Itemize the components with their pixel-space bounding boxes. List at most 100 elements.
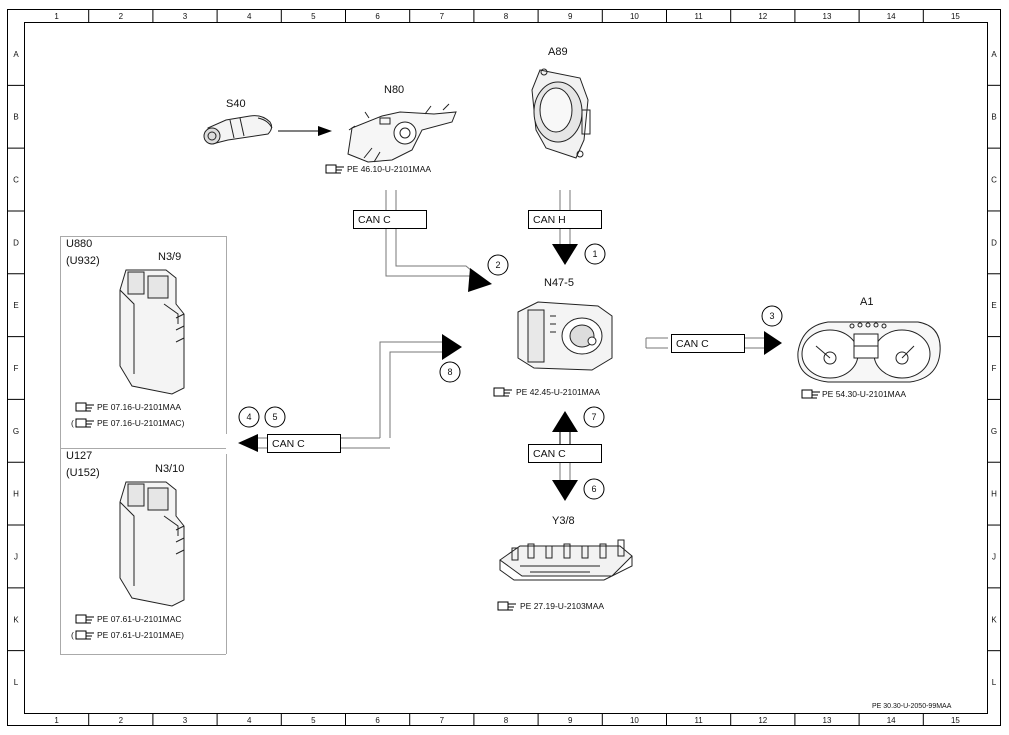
ruler-column-15-bottom: 15 [951, 716, 960, 725]
svg-text:6: 6 [591, 484, 596, 494]
ruler-column-8-top: 8 [504, 12, 509, 21]
ruler-row-H-right: H [991, 490, 997, 499]
n3-9-pointing-hand-icon-2 [75, 418, 94, 428]
n47-5-label: N47-5 [544, 277, 574, 289]
outer-frame [7, 9, 1001, 726]
ruler-row-K-right: K [991, 615, 997, 624]
n3-10-reference-2: PE 07.61-U-2101MAE) [97, 630, 184, 640]
s40-switch-icon [203, 115, 273, 145]
marker-5: 5 [264, 406, 286, 428]
ruler-column-8-bottom: 8 [504, 716, 509, 725]
marker-2: 2 [487, 254, 509, 276]
svg-text:8: 8 [447, 367, 452, 377]
ruler-column-7-bottom: 7 [440, 716, 445, 725]
n3-10-pointing-hand-icon-2 [75, 630, 94, 640]
n3-9-reference-2: PE 07.16-U-2101MAC) [97, 418, 185, 428]
ruler-row-G-right: G [991, 427, 997, 436]
ruler-column-10-bottom: 10 [630, 716, 639, 725]
ruler-row-D-right: D [991, 238, 997, 247]
ruler-row-J-left: J [14, 552, 18, 561]
n3-9-pointing-hand-icon-1 [75, 402, 94, 412]
ruler-row-F-left: F [14, 364, 19, 373]
ruler-column-10-top: 10 [630, 12, 639, 21]
can-c-label-right: CAN C [676, 338, 709, 350]
can-c-link-n47-to-a1: CAN C [645, 331, 782, 355]
n3-10-label: N3/10 [155, 463, 184, 475]
u932-label: (U932) [66, 255, 100, 267]
y3-8-pointing-hand-icon [497, 601, 516, 611]
a89-radar-sensor-icon [531, 68, 591, 159]
ruler-row-H-left: H [13, 490, 19, 499]
n80-reference: PE 46.10-U-2101MAA [347, 164, 431, 174]
ruler-row-C-left: C [13, 176, 19, 185]
ruler-column-3-top: 3 [183, 12, 188, 21]
n3-10-component[interactable]: U127 (U152) N3/10 PE 07.61-U-2101MAC ( P… [66, 450, 185, 640]
ruler-column-2-bottom: 2 [119, 716, 124, 725]
ruler-column-15-top: 15 [951, 12, 960, 21]
ruler-row-E-right: E [991, 301, 996, 310]
n47-5-esp-unit-icon [517, 301, 613, 371]
marker-4: 4 [238, 406, 260, 428]
ruler-column-4-top: 4 [247, 12, 252, 21]
n3-9-label: N3/9 [158, 251, 181, 263]
n3-9-engine-ecu-icon [119, 269, 185, 395]
a1-instrument-cluster-icon [797, 321, 941, 383]
ruler-column-6-bottom: 6 [375, 716, 380, 725]
n80-label: N80 [384, 84, 404, 96]
ruler-column-2-top: 2 [119, 12, 124, 21]
s40-component[interactable]: S40 [203, 98, 273, 145]
document-reference-footer: PE 30.30-U-2050-99MAA [872, 703, 952, 710]
ruler-column-11-bottom: 11 [694, 716, 703, 725]
a1-component[interactable]: A1 PE 54.30-U-2101MAA [797, 296, 941, 399]
can-c-link-n47-to-ecus: CAN C [238, 334, 462, 453]
ruler-column-11-top: 11 [694, 12, 703, 21]
n3-9-paren: ( [71, 418, 74, 428]
n47-5-pointing-hand-icon [493, 387, 512, 397]
n80-component[interactable]: N80 PE 46.10-U-2101MAA [325, 84, 457, 174]
ruler-row-K-left: K [13, 615, 19, 624]
n3-10-engine-ecu-icon [119, 481, 185, 607]
ruler-row-A-right: A [991, 50, 997, 59]
y3-8-component[interactable]: Y3/8 PE 27.19-U-2103MAA [497, 515, 633, 611]
a89-component[interactable]: A89 [531, 46, 591, 159]
ruler-column-12-top: 12 [758, 12, 767, 21]
inner-frame [24, 22, 988, 714]
can-c-link-n47-to-y38: CAN C [528, 411, 602, 501]
can-c-label-left-middle: CAN C [272, 438, 305, 450]
n80-steering-module-icon [347, 103, 457, 163]
ruler-column-14-top: 14 [887, 12, 896, 21]
s40-label: S40 [226, 98, 246, 110]
ruler-column-13-bottom: 13 [823, 716, 832, 725]
ruler-row-B-right: B [991, 113, 996, 122]
svg-text:7: 7 [591, 412, 596, 422]
can-h-link-a89-to-n47: CAN H [528, 190, 602, 265]
svg-text:5: 5 [272, 412, 277, 422]
marker-8: 8 [439, 361, 461, 383]
u127-label: U127 [66, 450, 92, 462]
ruler-row-C-right: C [991, 176, 997, 185]
ruler-column-6-top: 6 [375, 12, 380, 21]
a89-label: A89 [548, 46, 568, 58]
svg-text:2: 2 [495, 260, 500, 270]
can-h-label: CAN H [533, 214, 566, 226]
ruler-row-L-right: L [992, 678, 997, 687]
y3-8-reference: PE 27.19-U-2103MAA [520, 601, 604, 611]
svg-text:3: 3 [769, 311, 774, 321]
a1-label: A1 [860, 296, 873, 308]
ruler-column-7-top: 7 [440, 12, 445, 21]
n47-5-component[interactable]: N47-5 PE 42.45-U-2101MAA [493, 277, 613, 397]
u152-label: (U152) [66, 467, 100, 479]
ruler-column-13-top: 13 [823, 12, 832, 21]
y3-8-valve-body-icon [499, 539, 633, 581]
ruler-row-D-left: D [13, 238, 19, 247]
y3-8-label: Y3/8 [552, 515, 575, 527]
n3-9-reference-1: PE 07.16-U-2101MAA [97, 402, 181, 412]
ruler-column-1-top: 1 [54, 12, 59, 21]
n3-9-component[interactable]: U880 (U932) N3/9 PE 07.16-U-2101MAA ( PE… [66, 238, 185, 428]
can-c-label-bottom: CAN C [533, 448, 566, 460]
s40-to-n80-arrow [278, 126, 332, 136]
ruler-row-L-left: L [14, 678, 19, 687]
a1-reference: PE 54.30-U-2101MAA [822, 389, 906, 399]
marker-1: 1 [584, 243, 606, 265]
ruler-row-J-right: J [992, 552, 996, 561]
